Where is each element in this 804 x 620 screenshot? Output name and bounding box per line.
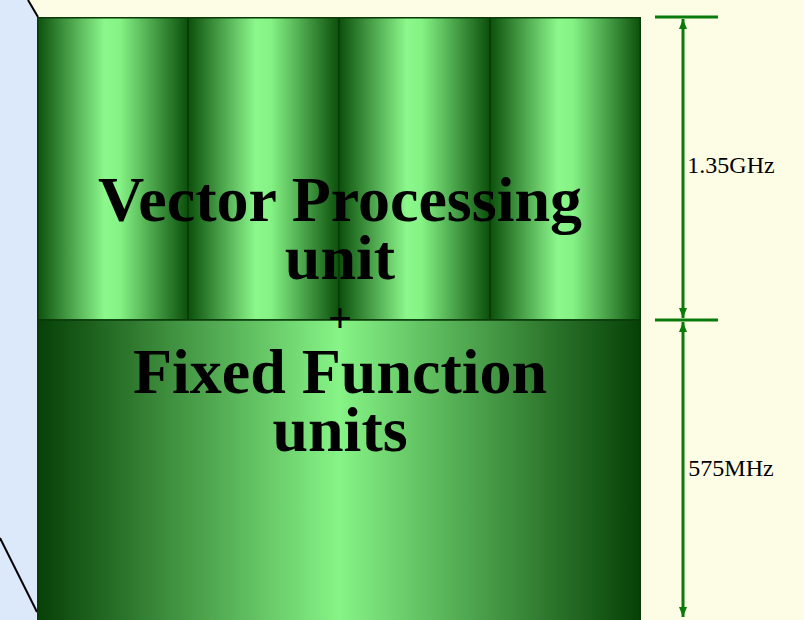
dimension-lines [655, 17, 718, 617]
frequency-label: 575MHz [686, 455, 775, 482]
edge-line [0, 538, 37, 612]
edge-line [28, 0, 38, 17]
unit-block: Vector Processing unit + Fixed Function un… [37, 17, 641, 620]
frequency-label: 1.35GHz [685, 152, 776, 179]
side-panel [0, 0, 37, 620]
unit-label: Vector Processing unit [75, 171, 605, 287]
unit-label: Fixed Function units [75, 343, 605, 459]
unit-label: + [75, 298, 605, 338]
